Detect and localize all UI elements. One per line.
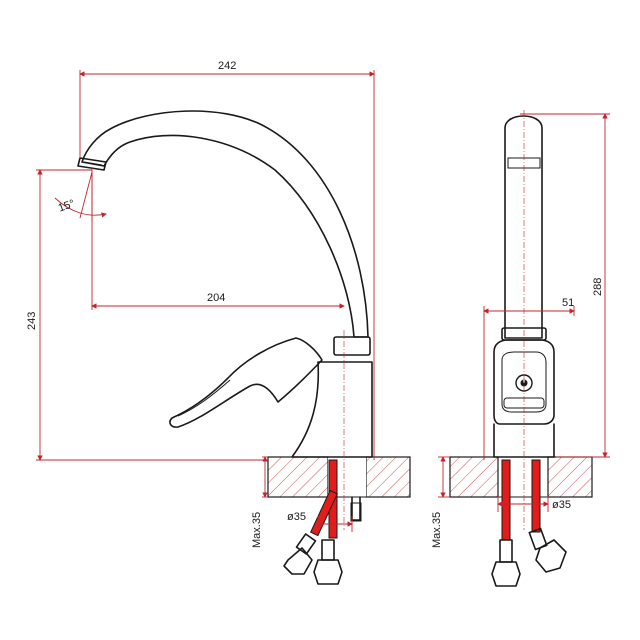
front-view: 242 243 204 15° Max.35 (26, 60, 411, 585)
lever-handle (169, 337, 323, 428)
side-view: 288 51 Max.35 ø35 (431, 110, 610, 587)
dim-max-thickness-left: Max.35 (251, 456, 268, 548)
dim-max35-right-label: Max.35 (431, 512, 443, 548)
dim-204-label: 204 (207, 292, 225, 304)
faucet-body-side (493, 339, 555, 425)
dim-diameter-right: ø35 (497, 496, 571, 512)
dim-15-label: 15° (57, 198, 77, 215)
dim-242-label: 242 (218, 60, 236, 72)
dim-max35-left-label: Max.35 (251, 512, 263, 548)
dim-height-side: 288 (520, 113, 610, 458)
countertop-left (267, 456, 411, 498)
dim-overall-width: 242 (79, 60, 375, 460)
spout-collar (333, 336, 371, 356)
dim-angle: 15° (54, 171, 107, 222)
dim-dia35-left-label: ø35 (287, 511, 306, 523)
dim-overall-height: 243 (26, 169, 268, 461)
dim-51-label: 51 (562, 297, 574, 309)
supply-hoses-right (491, 459, 567, 587)
spout-side (504, 115, 543, 339)
dim-diameter-left: ø35 (287, 511, 353, 532)
dim-offset-side: 51 (483, 297, 575, 460)
dim-243-label: 243 (26, 312, 38, 330)
dim-max-thickness-right: Max.35 (431, 456, 450, 548)
countertop-right (449, 456, 593, 498)
dim-dia35-right-label: ø35 (552, 499, 571, 511)
faucet-base-body (291, 361, 373, 458)
aerator (77, 157, 107, 171)
dim-288-label: 288 (592, 278, 604, 296)
dim-reach: 204 (91, 168, 345, 310)
swivel-spout (81, 110, 369, 338)
